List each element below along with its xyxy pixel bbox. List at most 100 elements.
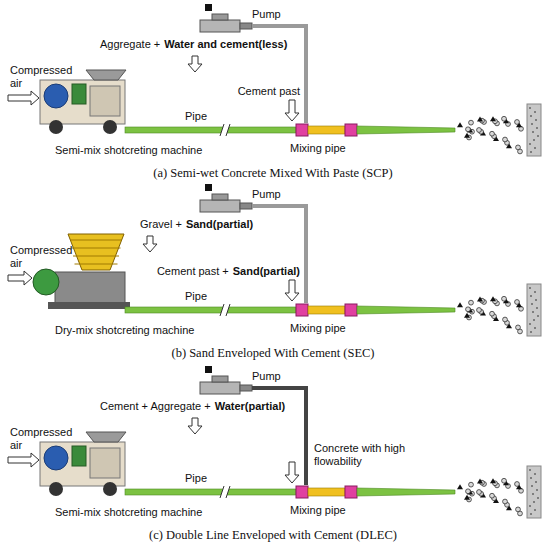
- wall-texture: [534, 291, 536, 293]
- wall-texture: [529, 143, 531, 145]
- feed-arrow: [143, 236, 157, 252]
- spray-particle: [469, 120, 474, 125]
- mixing-pipe-joint: [296, 124, 308, 136]
- machine-hopper: [68, 234, 124, 270]
- mixing-pipe-joint: [345, 124, 357, 136]
- machine-part: [90, 448, 120, 478]
- wall-texture: [534, 473, 536, 475]
- pipe-break: [220, 124, 230, 136]
- wall-texture: [531, 123, 533, 125]
- pump-part: [205, 4, 212, 11]
- spray-particle: [464, 133, 470, 138]
- part-label: Compressed air: [10, 64, 72, 90]
- machine-body: [40, 442, 125, 486]
- mixing-pipe-joint: [296, 304, 308, 316]
- spray-particle: [490, 296, 496, 301]
- wall-texture: [534, 111, 536, 113]
- spray-particle: [477, 308, 482, 313]
- machine-body: [55, 272, 125, 304]
- wall-texture: [533, 319, 535, 321]
- machine-part: [72, 446, 86, 466]
- machine-hopper: [86, 70, 126, 80]
- spray-particle: [490, 493, 495, 498]
- wall-texture: [531, 485, 533, 487]
- part-label: Mixing pipe: [290, 504, 346, 517]
- wall-texture: [532, 131, 534, 133]
- wall-texture: [537, 135, 539, 137]
- pump-icon: [200, 200, 240, 212]
- wall-texture: [531, 303, 533, 305]
- spray-particle: [490, 131, 495, 136]
- pump-icon: [212, 376, 228, 382]
- wall-texture: [533, 139, 535, 141]
- wall-texture: [537, 497, 539, 499]
- spray-particle: [515, 300, 520, 305]
- part-label: Sand(partial): [186, 218, 253, 231]
- spray-particle: [477, 490, 482, 495]
- part-label: Gravel +: [140, 218, 182, 231]
- part-label: Pump: [252, 188, 281, 201]
- part-label: Pump: [252, 370, 281, 383]
- part-label: Cement + Aggregate +: [100, 400, 211, 413]
- pump-icon: [240, 385, 252, 391]
- feed-arrow: [285, 100, 299, 121]
- mixing-pipe: [308, 306, 345, 314]
- rock-wall: [527, 104, 541, 156]
- part-label: Concrete with high flowability: [314, 442, 409, 468]
- pump-icon: [212, 14, 228, 20]
- machine-motor: [33, 269, 59, 295]
- pump-icon: [240, 203, 252, 209]
- pipe-break: [226, 124, 230, 136]
- spray-particle: [469, 300, 474, 305]
- wall-texture: [537, 315, 539, 317]
- wall-texture: [533, 501, 535, 503]
- spray-particle: [502, 478, 507, 483]
- spray-particle: [490, 311, 495, 316]
- part-label: Compressed air: [10, 426, 72, 452]
- spray-particle: [457, 122, 463, 127]
- spray-particle: [477, 128, 482, 133]
- panel-caption: (a) Semi-wet Concrete Mixed With Paste (…: [153, 166, 393, 181]
- machine-motor: [44, 446, 68, 470]
- part-label: Pipe: [185, 290, 207, 303]
- delivery-pipe: [125, 307, 296, 313]
- pipe-break: [220, 304, 224, 316]
- pump-icon: [240, 23, 252, 29]
- spray-particle: [503, 317, 508, 322]
- hopper-rib: [72, 248, 121, 249]
- pipe-break: [226, 304, 230, 316]
- machine-body: [40, 80, 125, 124]
- hopper-rib: [73, 256, 119, 257]
- pipe-break: [220, 486, 230, 498]
- pipe-break: [226, 486, 230, 498]
- nozzle: [357, 488, 455, 496]
- pump-part: [205, 184, 212, 191]
- wall-texture: [534, 327, 536, 329]
- machine-wheel: [49, 120, 63, 134]
- wall-texture: [529, 287, 531, 289]
- wall-texture: [530, 115, 532, 117]
- pump-part: [205, 366, 212, 373]
- wall-texture: [529, 469, 531, 471]
- part-label: Water and cement(less): [164, 38, 287, 51]
- spray-particle: [477, 117, 483, 122]
- part-label: Mixing pipe: [290, 322, 346, 335]
- wall-texture: [534, 509, 536, 511]
- wall-texture: [532, 311, 534, 313]
- pipe-break: [220, 124, 224, 136]
- wall-texture: [534, 147, 536, 149]
- wall-texture: [535, 481, 537, 483]
- wall-texture: [530, 513, 532, 515]
- part-label: Pipe: [185, 472, 207, 485]
- machine-motor: [44, 84, 68, 108]
- delivery-pipe: [125, 127, 296, 133]
- part-label: Mixing pipe: [290, 142, 346, 155]
- spray-particle: [466, 307, 471, 312]
- part-label: Semi-mix shotcreting machine: [55, 506, 202, 519]
- spray-particle: [469, 482, 474, 487]
- machine-part: [90, 86, 120, 116]
- spray-particle: [490, 116, 496, 121]
- spray-particle: [477, 297, 483, 302]
- spray-particle: [516, 325, 521, 330]
